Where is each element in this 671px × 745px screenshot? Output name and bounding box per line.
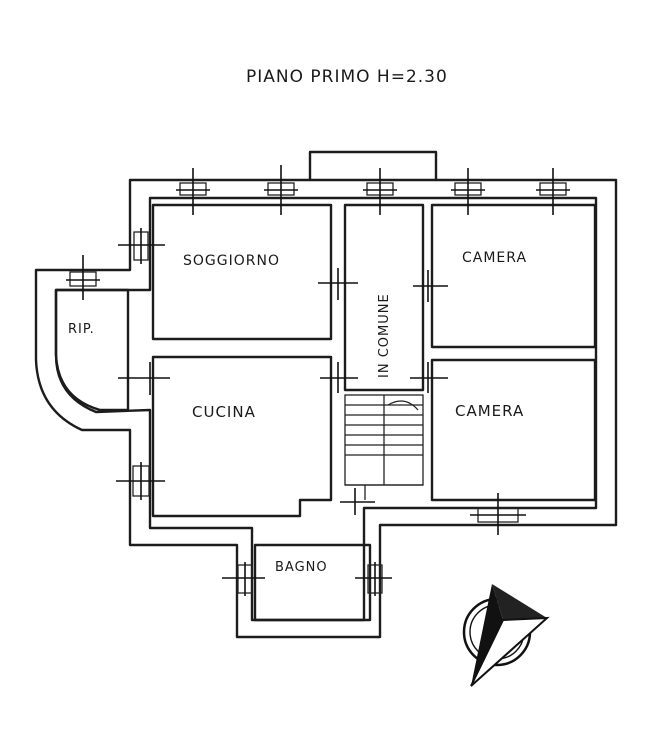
- interior-walls: [54, 203, 597, 622]
- room-label-cucina: CUCINA: [192, 403, 256, 421]
- cucina-room: [151, 355, 333, 518]
- room-label-camera-top: CAMERA: [462, 250, 527, 266]
- door-mark: [320, 362, 358, 393]
- room-label-ripostiglio: RIP.: [68, 322, 95, 337]
- staircase: [344, 394, 424, 500]
- camera-top-room: [430, 203, 597, 349]
- window-mark: [222, 562, 265, 596]
- door-mark: [413, 270, 448, 302]
- window-mark: [451, 168, 485, 215]
- window-mark: [116, 462, 165, 500]
- door-mark: [410, 362, 448, 393]
- window-mark: [176, 168, 210, 215]
- compass-north-icon: [462, 584, 550, 687]
- room-label-soggiorno: SOGGIORNO: [183, 253, 280, 269]
- window-mark: [363, 168, 397, 215]
- camera-bottom-room: [430, 358, 597, 502]
- ripostiglio-room: [54, 288, 130, 412]
- room-label-bagno: BAGNO: [275, 560, 328, 575]
- door-mark: [318, 268, 358, 300]
- plan-title: PIANO PRIMO H=2.30: [246, 67, 448, 87]
- window-mark: [355, 562, 392, 596]
- door-mark: [118, 362, 170, 395]
- window-mark: [118, 228, 165, 264]
- window-mark: [66, 255, 100, 300]
- room-label-camera-bottom: CAMERA: [455, 402, 524, 420]
- corridor-room: [343, 203, 425, 392]
- door-mark: [340, 488, 375, 515]
- soggiorno-room: [151, 203, 333, 341]
- window-mark: [264, 165, 298, 215]
- window-mark: [470, 493, 526, 535]
- openings: [66, 165, 570, 596]
- room-label-corridor: IN COMUNE: [377, 293, 392, 378]
- bagno-room: [253, 543, 372, 622]
- window-mark: [536, 168, 570, 215]
